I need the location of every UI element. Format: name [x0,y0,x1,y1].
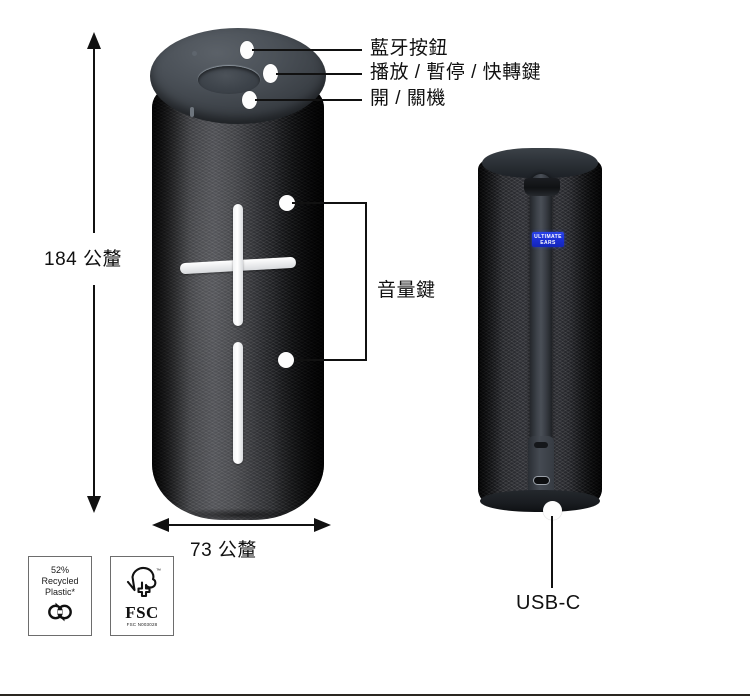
volume-label: 音量鍵 [377,280,436,301]
play-pause-button[interactable] [198,66,260,94]
fsc-license-code: FSC N003028 [126,622,158,627]
hanging-loop-icon [524,178,560,196]
speaker-front-view [150,28,326,520]
ultimate-ears-brand-badge: ULTIMATE EARS [532,232,564,247]
volume-down-button[interactable] [233,342,243,464]
power-button-led-icon[interactable] [190,107,194,117]
speaker-rear-top-rim [482,148,598,178]
speaker-rear-base [480,490,600,512]
width-arrow-right-icon [314,518,331,532]
usb-housing-slot [534,442,548,448]
power-leader-line [255,99,362,101]
height-arrow-down-icon [87,496,101,513]
fsc-wordmark: FSC [125,603,159,622]
bluetooth-leader-line [252,49,362,51]
width-dimension-label: 73 公釐 [190,540,257,561]
play-pause-label: 播放 / 暫停 / 快轉鍵 [370,62,542,83]
recycled-plastic-badge: 52% Recycled Plastic* [28,556,92,636]
width-arrow-left-icon [152,518,169,532]
power-label: 開 / 關機 [370,88,446,109]
speaker-cap-surface [150,28,326,124]
volume-lower-leader-line [292,359,366,361]
svg-text:™: ™ [156,568,161,574]
height-dimension-label: 184 公釐 [44,249,122,270]
volume-down-callout-dot[interactable] [278,352,294,368]
usbc-leader-line [551,516,553,588]
speaker-top-cap [150,28,326,142]
recycling-loop-icon [47,601,73,628]
speaker-rear-center-strip [530,174,552,492]
height-line-upper [93,48,95,233]
recycled-word-1: Recycled [41,575,79,586]
play-pause-callout-dot[interactable] [263,64,278,83]
fsc-badge: ™ FSC FSC N003028 [110,556,174,636]
speaker-front-body [152,90,324,520]
speaker-rear-view: ULTIMATE EARS [478,148,602,512]
volume-upper-leader-line [292,202,366,204]
speaker-base-shadow [158,508,318,520]
volume-up-button-vertical-bar[interactable] [233,204,243,326]
bluetooth-callout-dot[interactable] [240,41,254,59]
bluetooth-button[interactable] [192,51,197,56]
width-line [168,524,316,526]
fsc-tree-checkmark-icon: ™ [122,565,162,604]
play-pause-leader-line [276,73,362,75]
height-arrow-up-icon [87,32,101,49]
recycled-word-2: Plastic* [44,586,75,597]
volume-bracket-vertical [365,202,367,361]
bluetooth-label: 藍牙按鈕 [370,38,449,59]
height-line-lower [93,285,95,497]
power-callout-dot[interactable] [242,91,257,109]
usb-c-port-icon [533,476,550,485]
usbc-label: USB-C [516,592,581,614]
volume-up-callout-dot[interactable] [279,195,295,211]
brand-badge-line2: EARS [540,239,556,246]
usbc-callout-dot[interactable] [543,501,562,520]
recycled-percent: 52% [50,564,69,575]
brand-badge-line1: ULTIMATE [534,233,562,240]
